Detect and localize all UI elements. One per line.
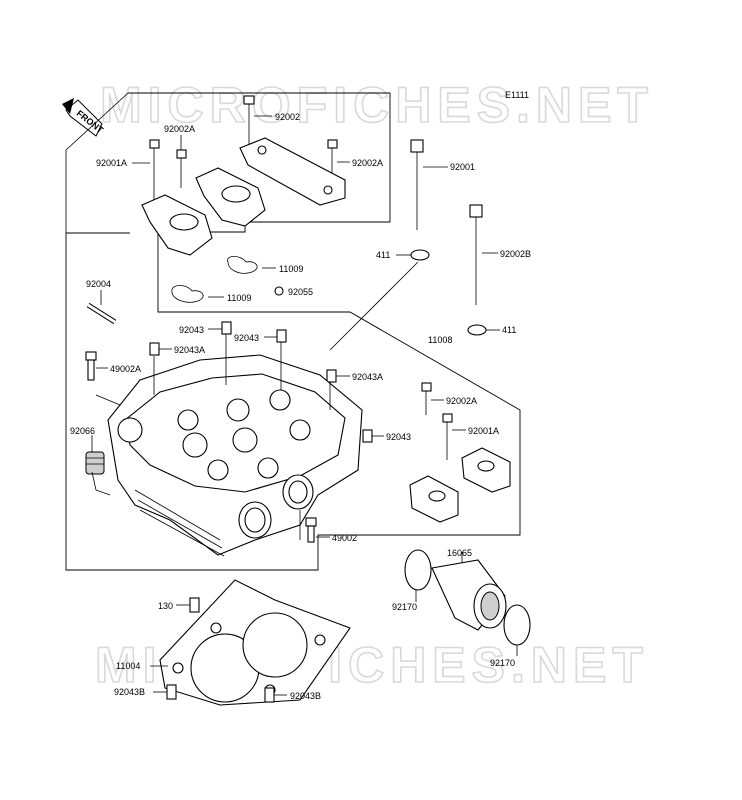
- dowel-92043B-right: [264, 687, 275, 703]
- camshaft-cap-middle: [195, 167, 266, 227]
- label-92055: 92055: [288, 287, 313, 297]
- label-92002A-top: 92002A: [164, 124, 195, 134]
- dowel-92043A-left: [149, 342, 160, 356]
- label-92001: 92001: [450, 162, 475, 172]
- label-16065: 16065: [447, 548, 472, 558]
- label-11009-lower: 11009: [227, 293, 251, 303]
- gasket-11009-lower: [171, 285, 204, 303]
- washer-411-lower: [467, 324, 487, 336]
- label-92043B-right: 92043B: [290, 691, 321, 701]
- clamp-92170-left: [404, 549, 432, 602]
- diagram-code: E1111: [505, 90, 529, 100]
- label-49002A: 49002A: [110, 364, 141, 374]
- washer-411-upper: [410, 249, 430, 261]
- oring-92055: [274, 286, 284, 296]
- bolt-92002A-top: [176, 135, 187, 188]
- label-92002A-right: 92002A: [352, 158, 383, 168]
- camshaft-cap-lower-right: [461, 447, 511, 493]
- gasket-11009-upper: [227, 255, 258, 274]
- clamp-92170-right: [503, 604, 531, 656]
- bolt-92001: [410, 139, 448, 230]
- label-11008: 11008: [428, 335, 452, 345]
- camshaft-cap-left: [141, 194, 213, 256]
- label-92001A-top: 92001A: [96, 158, 127, 168]
- label-92043-c: 92043: [386, 432, 411, 442]
- label-92004: 92004: [86, 279, 111, 289]
- label-92043A-right: 92043A: [352, 372, 383, 382]
- plug-49002A: [85, 351, 108, 381]
- label-92170-left: 92170: [392, 602, 417, 612]
- carburetor-holder-16065: [431, 552, 507, 631]
- label-92001A-lower: 92001A: [468, 426, 499, 436]
- dowel-92043-c: [362, 429, 373, 443]
- camshaft-cap-lower-left: [409, 475, 459, 523]
- label-92043B-left: 92043B: [114, 687, 145, 697]
- label-92002A-lower: 92002A: [446, 396, 477, 406]
- label-92002B: 92002B: [500, 249, 531, 259]
- assembly-frame: [65, 92, 521, 571]
- dowel-92043A-right: [326, 369, 337, 383]
- label-92170-right: 92170: [490, 658, 515, 668]
- label-49002: 49002: [332, 533, 357, 543]
- dowel-92043-b: [276, 329, 287, 343]
- dowel-92043B-left: [166, 684, 177, 700]
- label-92043A-left: 92043A: [174, 345, 205, 355]
- watermark-top: MICROFICHES.NET: [100, 77, 654, 133]
- label-92066: 92066: [70, 426, 95, 436]
- cylinder-head: [107, 354, 363, 557]
- camshaft-cap-right: [239, 137, 346, 206]
- label-11009-upper: 11009: [279, 264, 303, 274]
- dowel-92043-a: [221, 321, 232, 335]
- head-gasket-11004: [150, 579, 351, 706]
- bolt-130: [176, 597, 200, 613]
- bolt-92002A-lower: [421, 382, 444, 415]
- bolt-92001A-top: [132, 139, 160, 200]
- stud-92004: [86, 290, 117, 325]
- seal-92066: [85, 435, 105, 475]
- label-411-lower: 411: [502, 325, 516, 335]
- label-130: 130: [158, 601, 173, 611]
- label-11004: 11004: [116, 661, 140, 671]
- bolt-92001A-lower: [442, 413, 466, 460]
- bolt-92002B: [469, 204, 498, 305]
- plug-49002: [305, 517, 330, 543]
- label-92043-a: 92043: [179, 325, 204, 335]
- label-92002: 92002: [275, 112, 300, 122]
- label-92043-b: 92043: [234, 333, 259, 343]
- bolt-92002: [243, 95, 272, 150]
- label-411-upper: 411: [376, 250, 390, 260]
